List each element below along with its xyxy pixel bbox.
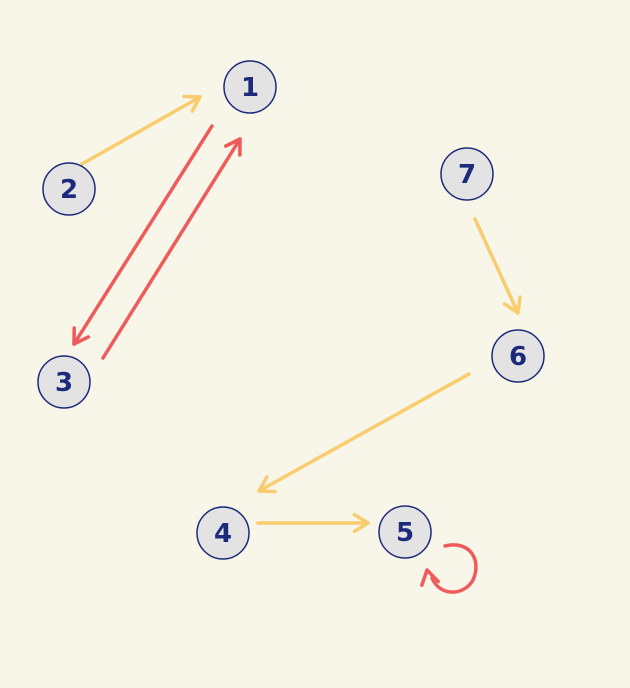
node-6-circle bbox=[491, 329, 545, 383]
node-1-label: 1 bbox=[241, 73, 259, 103]
node-7-label: 7 bbox=[458, 160, 476, 190]
node-4: 4 bbox=[196, 506, 250, 560]
node-7-circle bbox=[440, 147, 494, 201]
edges-layer bbox=[72, 94, 522, 594]
node-2-circle bbox=[42, 162, 96, 216]
node-5: 5 bbox=[378, 505, 432, 559]
edge-line bbox=[101, 137, 242, 360]
arrowhead bbox=[352, 512, 370, 534]
edge-6-to-4 bbox=[257, 372, 471, 494]
node-1: 1 bbox=[223, 60, 277, 114]
node-6: 6 bbox=[491, 329, 545, 383]
node-3-label: 3 bbox=[55, 368, 73, 398]
edge-line bbox=[80, 95, 202, 166]
node-5-label: 5 bbox=[396, 518, 414, 548]
node-2-label: 2 bbox=[60, 175, 78, 205]
node-1-circle bbox=[223, 60, 277, 114]
edge-5-to-5 bbox=[420, 543, 478, 594]
edge-line bbox=[473, 217, 520, 315]
edge-1-to-3 bbox=[72, 124, 214, 346]
edge-line bbox=[72, 124, 214, 346]
arrowhead bbox=[72, 326, 91, 346]
node-7: 7 bbox=[440, 147, 494, 201]
node-2: 2 bbox=[42, 162, 96, 216]
arrowhead bbox=[257, 475, 277, 494]
edge-line bbox=[257, 372, 471, 493]
node-3: 3 bbox=[37, 355, 91, 409]
edge-2-to-1 bbox=[80, 94, 202, 166]
node-6-label: 6 bbox=[509, 342, 527, 372]
node-4-circle bbox=[196, 506, 250, 560]
arrowhead bbox=[182, 94, 202, 113]
arrowhead bbox=[223, 137, 242, 157]
arrowhead bbox=[502, 295, 522, 315]
node-4-label: 4 bbox=[214, 519, 232, 549]
edge-3-to-1 bbox=[101, 137, 242, 360]
edge-7-to-6 bbox=[473, 217, 522, 315]
self-loop-line bbox=[430, 543, 478, 594]
edge-4-to-5 bbox=[256, 512, 370, 534]
arrowhead bbox=[420, 568, 440, 587]
node-3-circle bbox=[37, 355, 91, 409]
node-5-circle bbox=[378, 505, 432, 559]
